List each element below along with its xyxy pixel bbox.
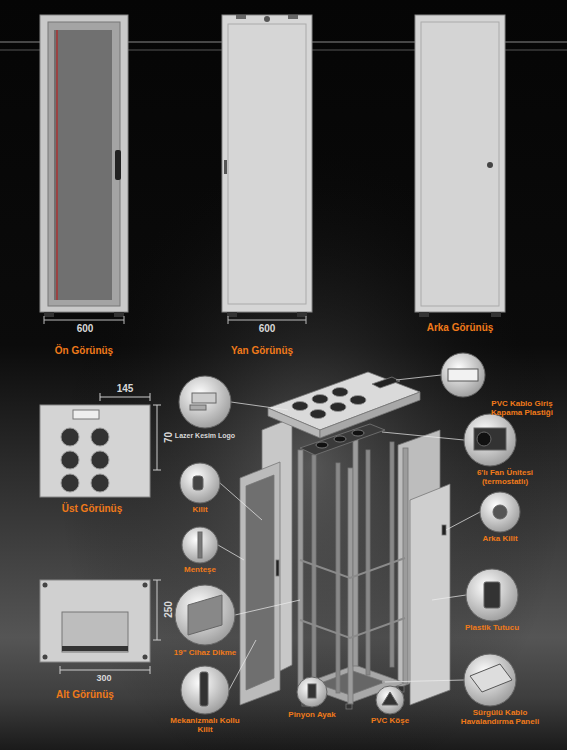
view-label: Üst Görünüş [62,503,123,514]
callout-label: Arka Kilit [482,535,517,544]
callout-label: Plastik Tutucu [465,624,519,633]
dimension: 300 [96,674,111,684]
bottom-view [40,580,161,674]
callout-label: 6'lı Fan Ünitesi (termostatlı) [465,469,545,487]
callout-label: Kilit [192,506,207,515]
callout-label: PVC Köşe [371,717,409,726]
dimension: 600 [77,323,94,334]
callout-label: Lazer Kesim Logo [175,432,235,440]
dimension: 600 [259,323,276,334]
callout-label: Sürgülü Kablo Havalandırma Paneli [460,709,540,727]
callout-label: Pinyon Ayak [288,711,335,720]
view-label: Arka Görünüş [427,322,494,333]
top-view [40,393,161,497]
view-label: Ön Görünüş [55,345,113,356]
dimension: 145 [117,383,134,394]
view-label: Yan Görünüş [231,345,293,356]
dimension: 250 [163,601,174,618]
callout-label: Mekanizmalı Kollu Kilit [170,717,240,735]
callout-label: PVC Kablo Giriş Kapama Plastiği [482,400,562,418]
side-view [222,15,312,324]
dimension: 70 [163,432,174,443]
callout-bubbles [175,353,520,714]
callout-label: Menteşe [184,566,216,575]
callout-label: 19" Cihaz Dikme [174,649,236,658]
view-label: Alt Görünüş [56,689,114,700]
leader-lines [218,375,480,690]
front-view [40,15,128,324]
rear-view [415,15,505,317]
exploded-rack [240,372,450,709]
